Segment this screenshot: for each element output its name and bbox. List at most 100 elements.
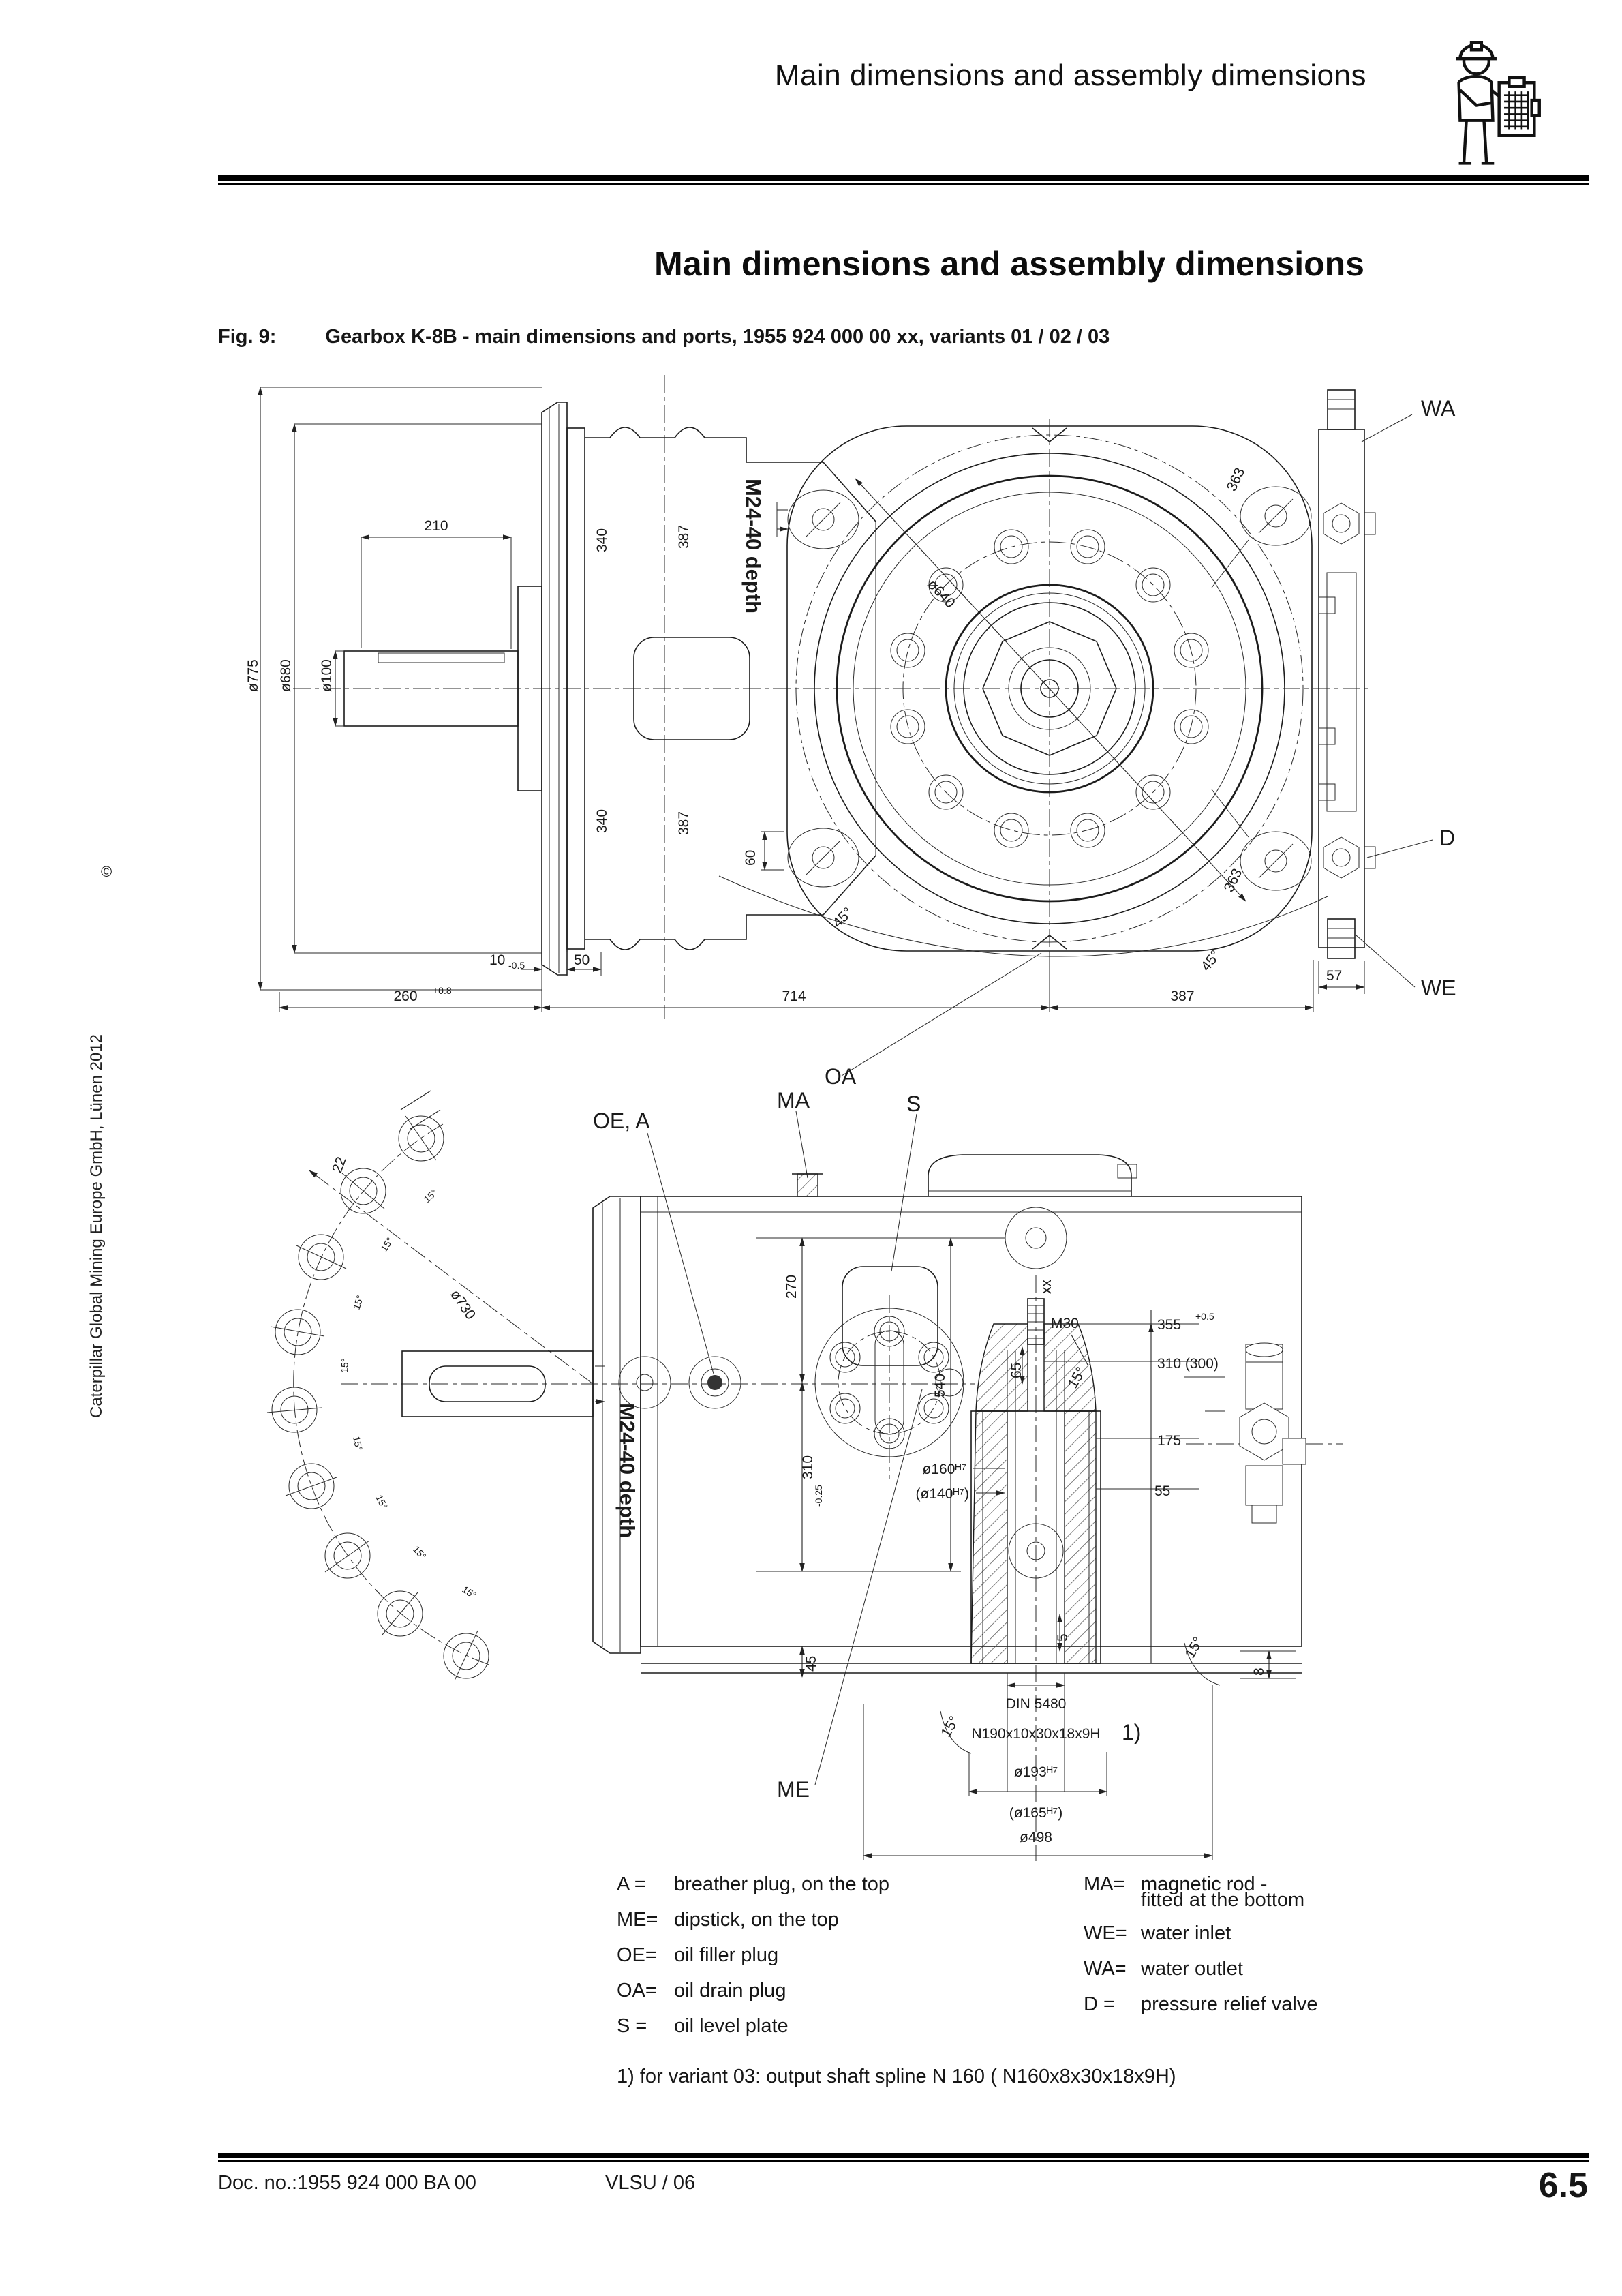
- dim-15-6: 15°: [373, 1493, 390, 1511]
- header-rule: [218, 175, 1589, 185]
- dim-d680: ø680: [278, 659, 294, 692]
- legend-text: water inlet: [1141, 1922, 1231, 1944]
- sidebar-imprint: Caterpillar Global Mining Europe GmbH, L…: [87, 1034, 106, 1418]
- legend-key: WE=: [1084, 1922, 1127, 1944]
- dim-310-tol: -0.25: [813, 1485, 824, 1507]
- dim-15-7: 15°: [411, 1543, 429, 1561]
- dim-8: 8: [1251, 1667, 1267, 1676]
- dim-260: 260: [393, 988, 417, 1004]
- spline-dims: DIN 5480 N190x10x30x18x9H 1) 15° ø193ᴴ⁷ …: [863, 1673, 1213, 1860]
- label-d: D: [1439, 826, 1455, 850]
- dim-15-4: 15°: [339, 1358, 350, 1373]
- breather-valve-assembly: [1184, 1342, 1343, 1524]
- dim-270: 270: [784, 1275, 799, 1299]
- legend-text-line2: fitted at the bottom: [1141, 1889, 1305, 1911]
- dim-10-tol: -0.5: [508, 960, 525, 971]
- legend-key: WA=: [1084, 1958, 1127, 1980]
- figure-label: Fig. 9:: [218, 326, 277, 348]
- footer-doc-number: Doc. no.:1955 924 000 BA 00: [218, 2172, 476, 2194]
- footer-code: VLSU / 06: [605, 2172, 696, 2194]
- legend-key: ME=: [617, 1909, 658, 1931]
- dim-15-5: 15°: [351, 1435, 365, 1451]
- output-hub-view: [814, 1308, 964, 1457]
- dim-15-8: 15°: [460, 1584, 478, 1601]
- legend-item-we: WE= water inlet: [1084, 1922, 1318, 1945]
- legend-item-d: D = pressure relief valve: [1084, 1993, 1318, 2016]
- worker-clipboard-icon: [1456, 40, 1541, 165]
- figure-caption-text: Gearbox K-8B - main dimensions and ports…: [325, 326, 1110, 348]
- figure-caption: Fig. 9: Gearbox K-8B - main dimensions an…: [218, 326, 1110, 348]
- legend-text: oil filler plug: [674, 1944, 779, 1966]
- legend-item-wa: WA= water outlet: [1084, 1958, 1318, 1980]
- header-title: Main dimensions and assembly dimensions: [774, 59, 1366, 92]
- dim-714: 714: [782, 988, 806, 1004]
- legend-item-s: S = oil level plate: [617, 2015, 889, 2038]
- dim-d100: ø100: [319, 659, 335, 692]
- flange-bolt-fan: 22 ø730 15° 15° 15° 15° 15° 15° 15° 15°: [266, 1090, 594, 1681]
- legend-text: oil drain plug: [674, 1980, 786, 2002]
- copyright-symbol: ©: [101, 863, 112, 880]
- figure-drawing: ø775 ø680 ø100 210 340 387 340 387: [245, 375, 1456, 1861]
- dim-m30: M30: [1051, 1316, 1079, 1331]
- port-labels-top: WA D WE: [1356, 396, 1456, 1000]
- legend-key: OE=: [617, 1944, 657, 1966]
- dim-n190: N190x10x30x18x9H: [971, 1726, 1100, 1742]
- dim-310-300: 310 (300): [1157, 1356, 1219, 1372]
- dim-540: 540: [932, 1374, 948, 1398]
- label-we: WE: [1421, 976, 1456, 1000]
- dim-d193: ø193ᴴ⁷: [1014, 1764, 1058, 1780]
- dim-355-tol: +0.5: [1195, 1311, 1214, 1322]
- dim-57: 57: [1326, 968, 1342, 984]
- dim-60: 60: [743, 850, 759, 866]
- legend-item-oe: OE= oil filler plug: [617, 1944, 889, 1967]
- dim-55: 55: [1154, 1483, 1170, 1499]
- label-s: S: [906, 1091, 921, 1116]
- bottom-view: 22 ø730 15° 15° 15° 15° 15° 15° 15° 15°: [266, 1090, 1343, 1861]
- water-manifold: 57: [1318, 389, 1376, 994]
- output-shaft-section: [641, 1298, 1302, 1674]
- dim-340-top: 340: [594, 528, 610, 552]
- dim-45a: 45°: [829, 905, 856, 931]
- legend-key: S =: [617, 2015, 647, 2037]
- dim-d140: (ø140ᴴ⁷): [916, 1486, 969, 1502]
- dim-45b: 45°: [1198, 948, 1224, 974]
- legend-text: magnetic rod -: [1141, 1873, 1268, 1895]
- legend-text: dipstick, on the top: [674, 1909, 839, 1931]
- dim-355: 355: [1157, 1317, 1181, 1333]
- legend-text: breather plug, on the top: [674, 1873, 890, 1895]
- section-dims: 355 +0.5 310 (300) 175 55 M30 65 15° xx …: [916, 1280, 1219, 1663]
- dim-175: 175: [1157, 1433, 1181, 1449]
- footnote-ref: 1): [1122, 1720, 1141, 1744]
- legend-item-a: A = breather plug, on the top: [617, 1873, 889, 1896]
- dim-15-1: 15°: [421, 1187, 439, 1205]
- legend-text: pressure relief valve: [1141, 1993, 1318, 2015]
- footer-page-number: 6.5: [1538, 2166, 1588, 2205]
- dim-65: 65: [1009, 1363, 1024, 1378]
- footer-rule: [218, 2153, 1589, 2162]
- label-ma: MA: [777, 1088, 810, 1113]
- dim-310: 310: [800, 1455, 816, 1479]
- legend-item-me: ME= dipstick, on the top: [617, 1909, 889, 1931]
- dim-d160: ø160ᴴ⁷: [923, 1462, 966, 1477]
- dim-d498: ø498: [1020, 1830, 1052, 1845]
- legend-right-column: MA= magnetic rod - fitted at the bottom …: [1084, 1873, 1318, 2029]
- label-oa: OA: [825, 1064, 857, 1089]
- dim-363-bottom: 363: [1221, 866, 1246, 894]
- manifold-fittings: [1318, 502, 1376, 879]
- dim-50: 50: [574, 952, 590, 968]
- dim-15-3: 15°: [351, 1294, 366, 1311]
- legend-key: D =: [1084, 1993, 1115, 2015]
- legend-text: oil level plate: [674, 2015, 789, 2037]
- footnote: 1) for variant 03: output shaft spline N…: [617, 2066, 1176, 2087]
- top-view-side: ø775 ø680 ø100 210 340 387 340 387: [245, 375, 1373, 1019]
- page-title: Main dimensions and assembly dimensions: [654, 245, 1364, 283]
- port-labels-mid: OE, A MA OA S: [593, 952, 1042, 1374]
- label-oe-a: OE, A: [593, 1108, 650, 1133]
- dim-din5480: DIN 5480: [1006, 1696, 1067, 1712]
- dim-260-tol: +0.8: [433, 985, 452, 996]
- legend-key: MA=: [1084, 1873, 1125, 1895]
- dim-d640: ø640: [924, 577, 958, 611]
- dim-387-row: 387: [1170, 988, 1194, 1004]
- clipboard: [1497, 76, 1541, 137]
